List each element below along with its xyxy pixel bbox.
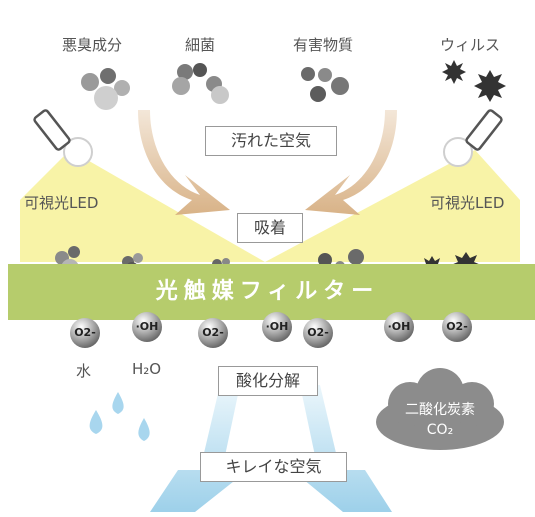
- ion-superoxide-3: O2-: [303, 318, 333, 348]
- ion-hydroxyl-2: ·OH: [262, 312, 292, 342]
- dirty-air-arrow-left: [138, 110, 230, 215]
- label-co2-formula: CO₂: [426, 422, 454, 438]
- light-beam-right: [265, 150, 520, 262]
- photocatalyst-filter: [8, 264, 535, 320]
- label-bacteria: 細菌: [185, 36, 216, 54]
- label-odor: 悪臭成分: [62, 36, 123, 54]
- label-virus: ウィルス: [440, 36, 501, 54]
- box-decomposition: 酸化分解: [218, 366, 318, 396]
- box-dirty-air: 汚れた空気: [205, 126, 337, 156]
- odor-particles: [81, 68, 130, 110]
- box-adsorption: 吸着: [237, 213, 303, 243]
- co2-cloud: [376, 368, 504, 450]
- clean-air-arrow-left: [150, 385, 248, 512]
- label-co2-name: 二酸化炭素: [405, 402, 475, 418]
- led-lamp-left: [33, 109, 93, 167]
- ion-superoxide-1: O2-: [70, 318, 100, 348]
- led-lamp-right: [443, 109, 503, 167]
- bacteria-particles: [172, 63, 229, 104]
- water-drops: [89, 392, 150, 441]
- clean-air-arrow-right: [292, 385, 392, 512]
- filter-label: 光触媒フィルター: [155, 279, 380, 304]
- dirty-air-arrow-right: [305, 110, 397, 215]
- ion-superoxide-2: O2-: [198, 318, 228, 348]
- label-water: 水: [76, 362, 92, 380]
- light-beam-left: [20, 150, 265, 262]
- label-h2o: H₂O: [132, 360, 162, 378]
- label-harmful: 有害物質: [293, 36, 354, 54]
- ion-superoxide-4: O2-: [442, 312, 472, 342]
- box-clean-air: キレイな空気: [200, 452, 347, 482]
- ion-hydroxyl-3: ·OH: [384, 312, 414, 342]
- virus-particles: [442, 60, 506, 102]
- label-led-right: 可視光LED: [430, 194, 505, 212]
- harmful-particles: [301, 67, 349, 102]
- ion-hydroxyl-1: ·OH: [132, 312, 162, 342]
- label-led-left: 可視光LED: [24, 194, 99, 212]
